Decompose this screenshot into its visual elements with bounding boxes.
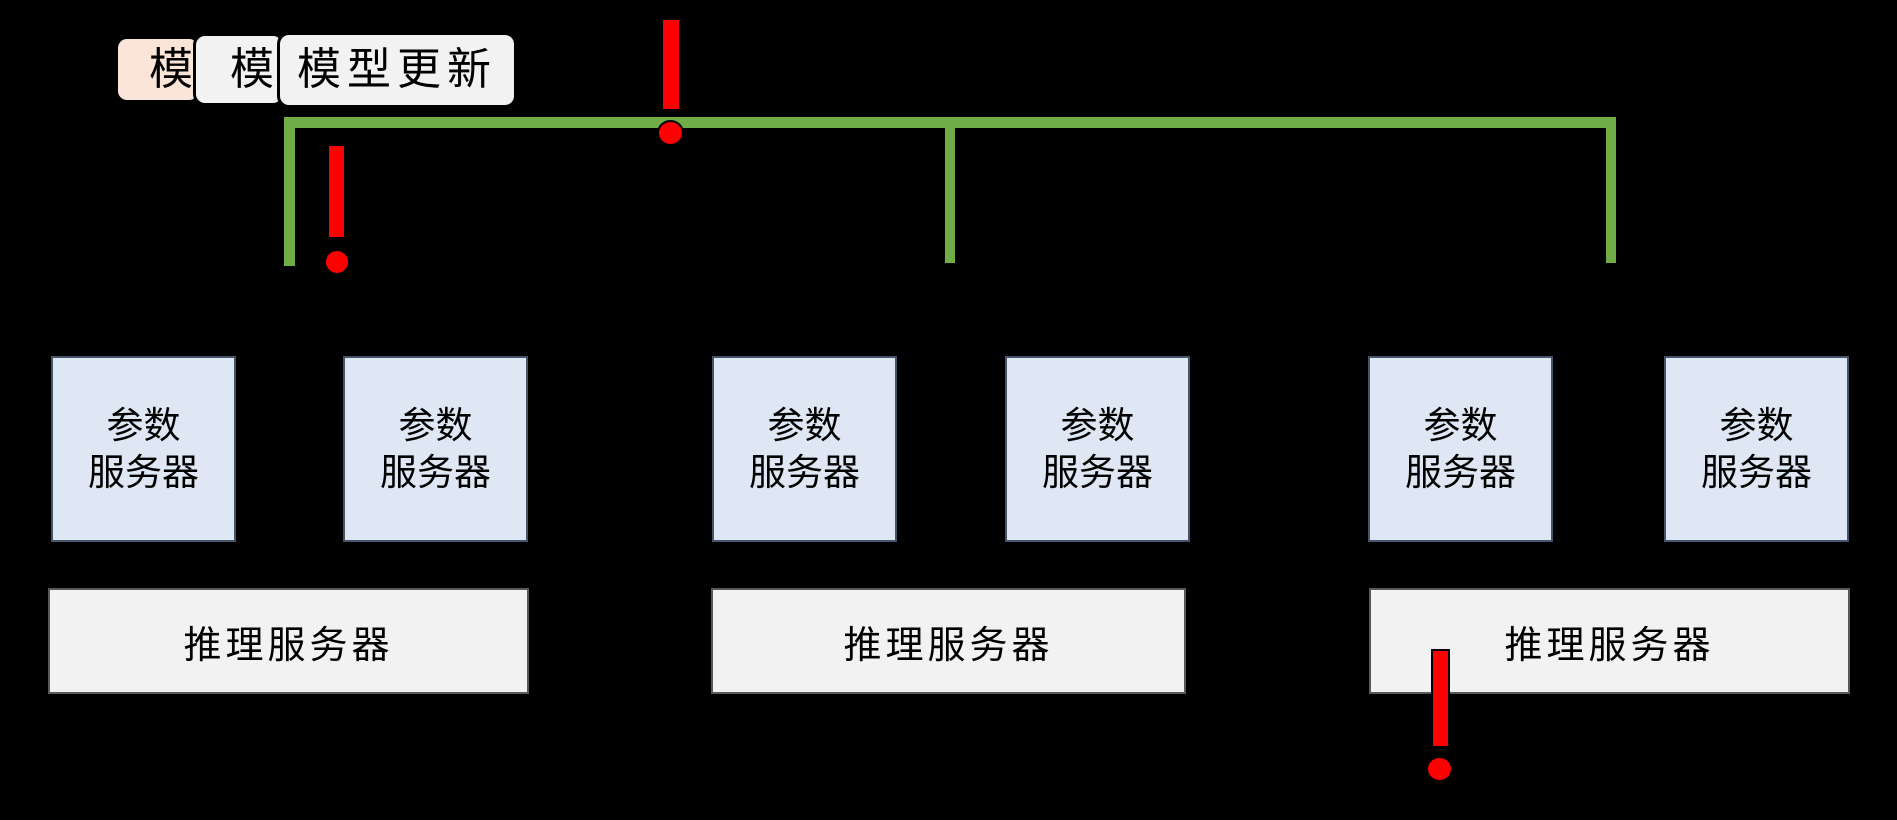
exclamation-dot-icon (1426, 756, 1453, 782)
parameter-server-label: 服务器 (1042, 451, 1153, 494)
parameter-server-label: 服务器 (380, 451, 491, 494)
model-update-card-middle: 模 (193, 33, 285, 106)
parameter-server-label: 服务器 (749, 451, 860, 494)
model-update-card-front: 模型更新 (277, 32, 517, 108)
model-update-label: 模 (230, 43, 274, 95)
model-update-card-back: 模 (115, 36, 201, 103)
parameter-server-box-2: 参数 服务器 (343, 356, 528, 542)
exclamation-dot-icon (657, 120, 684, 146)
parameter-server-label: 参数 (106, 404, 181, 447)
parameter-server-label: 参数 (1719, 404, 1794, 447)
model-update-label: 模型更新 (297, 44, 497, 95)
parameter-server-label: 服务器 (1701, 451, 1812, 494)
connector-drop-middle (945, 117, 955, 263)
exclamation-bar-icon (1431, 649, 1450, 748)
parameter-server-label: 参数 (1060, 404, 1135, 447)
connector-drop-right (1606, 117, 1616, 263)
parameter-server-box-1: 参数 服务器 (51, 356, 236, 542)
parameter-server-box-6: 参数 服务器 (1664, 356, 1849, 542)
exclamation-bar-icon (327, 144, 346, 239)
inference-server-label: 推理服务器 (183, 622, 394, 667)
inference-server-label: 推理服务器 (843, 622, 1054, 667)
parameter-server-label: 参数 (398, 404, 473, 447)
inference-server-label: 推理服务器 (1504, 622, 1715, 667)
exclamation-bar-icon (661, 18, 681, 111)
inference-server-box-2: 推理服务器 (711, 588, 1186, 694)
parameter-server-box-4: 参数 服务器 (1005, 356, 1190, 542)
parameter-server-box-5: 参数 服务器 (1368, 356, 1553, 542)
parameter-server-label: 参数 (1423, 404, 1498, 447)
parameter-server-box-3: 参数 服务器 (712, 356, 897, 542)
connector-drop-left (284, 117, 295, 266)
parameter-server-label: 参数 (767, 404, 842, 447)
parameter-server-label: 服务器 (1405, 451, 1516, 494)
model-update-label: 模 (149, 43, 193, 95)
exclamation-dot-icon (324, 249, 350, 275)
parameter-server-label: 服务器 (88, 451, 199, 494)
inference-server-box-1: 推理服务器 (48, 588, 529, 694)
